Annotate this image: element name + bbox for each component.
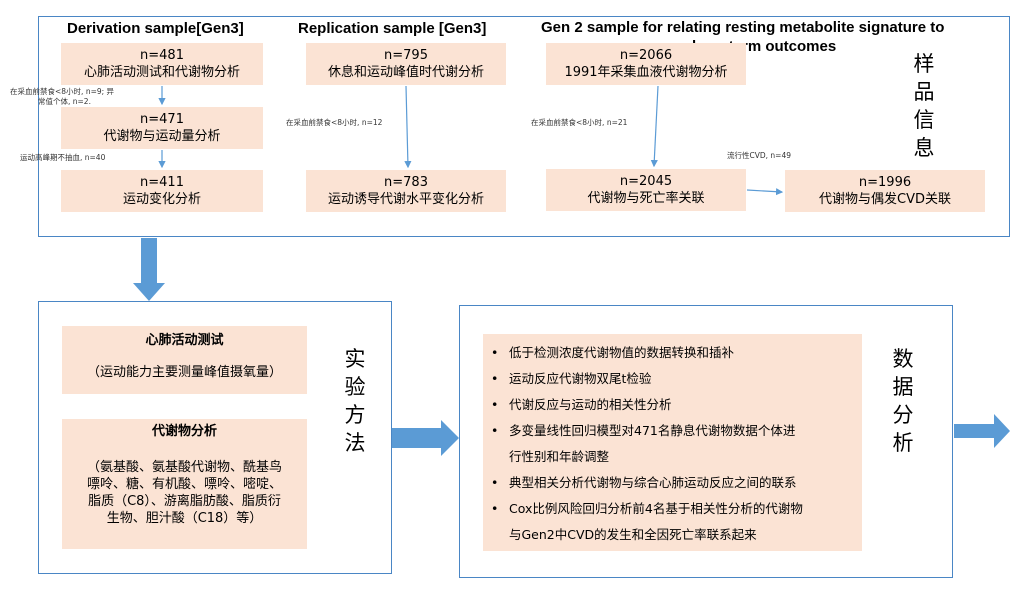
derivation-box-471-label: 代谢物与运动量分析: [103, 129, 221, 144]
cardio-test-desc: （运动能力主要测量峰值摄氧量）: [86, 365, 282, 380]
analysis-bullet-5: 典型相关分析代谢物与综合心肺运动反应之间的联系: [491, 470, 862, 496]
analysis-bullet-4: 多变量线性回归模型对471名静息代谢物数据个体进: [491, 418, 862, 444]
gen2-box-2066: n=2066 1991年采集血液代谢物分析: [546, 43, 746, 85]
analysis-bullet-3: 代谢反应与运动的相关性分析: [491, 392, 862, 418]
derivation-box-471-n: n=471: [140, 112, 184, 127]
analysis-char-4: 析: [892, 431, 914, 455]
derivation-header: Derivation sample[Gen3]: [67, 20, 244, 37]
gen2-box-1996-label: 代谢物与偶发CVD关联: [819, 192, 951, 207]
methods-char-3: 方: [344, 403, 366, 427]
replication-box-795-label: 休息和运动峰值时代谢分析: [327, 65, 484, 80]
gen2-box-1996-n: n=1996: [858, 175, 912, 190]
analysis-char-3: 分: [892, 403, 914, 427]
methods-char-2: 验: [344, 375, 366, 399]
derivation-box-481-label: 心肺活动测试和代谢物分析: [83, 65, 240, 80]
gen2-box-2045: n=2045 代谢物与死亡率关联: [546, 169, 746, 211]
methods-char-1: 实: [344, 347, 366, 371]
gen2-box-2066-n: n=2066: [619, 48, 673, 63]
sample-info-char-4: 息: [913, 136, 935, 160]
gen2-arrow-right: [746, 188, 784, 196]
derivation-box-471: n=471 代谢物与运动量分析: [61, 107, 263, 149]
analysis-char-2: 据: [892, 375, 914, 399]
methods-char-4: 法: [344, 431, 366, 455]
derivation-note-1-line1: 在采血前禁食<8小时, n=9; 异: [10, 87, 115, 96]
sample-info-char-1: 样: [913, 52, 935, 76]
metabolite-analysis-title: 代谢物分析: [151, 424, 217, 439]
metabolite-desc-line-2: 嘌呤、糖、有机酸、嘌呤、嘧啶、: [86, 477, 282, 492]
sample-info-char-2: 品: [913, 80, 935, 104]
analysis-bullet-6: Cox比例风险回归分析前4名基于相关性分析的代谢物: [491, 496, 862, 522]
replication-arrow: [404, 85, 412, 169]
gen2-box-2045-n: n=2045: [619, 174, 673, 189]
right-block-arrow-end: [954, 414, 1010, 448]
gen2-box-2045-label: 代谢物与死亡率关联: [587, 191, 705, 206]
down-block-arrow: [133, 238, 165, 301]
derivation-note-1-line2: 常值个体, n=2.: [38, 97, 91, 106]
derivation-box-411-n: n=411: [140, 175, 184, 190]
replication-header: Replication sample [Gen3]: [298, 20, 487, 37]
analysis-bullet-1: 低于检测浓度代谢物值的数据转换和插补: [491, 340, 862, 366]
gen2-arrow-down: [650, 85, 659, 168]
analysis-side-label: 数 据 分 析: [890, 345, 916, 457]
derivation-box-481-n: n=481: [140, 48, 184, 63]
derivation-note-2: 运动高峰期不抽血, n=40: [20, 153, 106, 162]
cardio-test-box: 心肺活动测试 （运动能力主要测量峰值摄氧量）: [62, 326, 307, 394]
metabolite-desc-line-4: 生物、胆汁酸（C18）等）: [106, 511, 263, 526]
replication-box-783-n: n=783: [384, 175, 428, 190]
analysis-char-1: 数: [892, 347, 914, 371]
cardio-test-title: 心肺活动测试: [145, 333, 224, 348]
gen2-note-1: 在采血前禁食<8小时, n=21: [531, 118, 628, 127]
methods-side-label: 实 验 方 法: [342, 345, 368, 457]
replication-note-1: 在采血前禁食<8小时, n=12: [286, 118, 383, 127]
replication-box-783: n=783 运动诱导代谢水平变化分析: [306, 170, 506, 212]
sample-info-side-label: 样 品 信 息: [911, 50, 937, 162]
metabolite-analysis-box: 代谢物分析 （氨基酸、氨基酸代谢物、酰基鸟 嘌呤、糖、有机酸、嘌呤、嘧啶、 脂质…: [62, 419, 307, 549]
replication-box-783-label: 运动诱导代谢水平变化分析: [327, 192, 484, 207]
gen2-box-1996: n=1996 代谢物与偶发CVD关联: [785, 170, 985, 212]
analysis-bullets-box: 低于检测浓度代谢物值的数据转换和插补 运动反应代谢物双尾t检验 代谢反应与运动的…: [483, 334, 862, 551]
derivation-box-481: n=481 心肺活动测试和代谢物分析: [61, 43, 263, 85]
right-block-arrow-middle: [392, 420, 459, 456]
metabolite-desc-line-3: 脂质（C8）、游离脂肪酸、脂质衍: [88, 494, 281, 509]
analysis-bullet-2: 运动反应代谢物双尾t检验: [491, 366, 862, 392]
sample-info-char-3: 信: [913, 108, 935, 132]
replication-box-795-n: n=795: [384, 48, 428, 63]
derivation-box-411: n=411 运动变化分析: [61, 170, 263, 212]
gen2-note-2: 流行性CVD, n=49: [727, 151, 791, 160]
replication-box-795: n=795 休息和运动峰值时代谢分析: [306, 43, 506, 85]
metabolite-analysis-desc: （氨基酸、氨基酸代谢物、酰基鸟 嘌呤、糖、有机酸、嘌呤、嘧啶、 脂质（C8）、游…: [62, 459, 307, 527]
analysis-bullet-6-cont: 与Gen2中CVD的发生和全因死亡率联系起来: [509, 527, 757, 542]
metabolite-desc-line-1: （氨基酸、氨基酸代谢物、酰基鸟: [86, 460, 282, 475]
gen2-header-line1: Gen 2 sample for relating resting metabo…: [541, 19, 945, 36]
analysis-bullet-list: 低于检测浓度代谢物值的数据转换和插补 运动反应代谢物双尾t检验 代谢反应与运动的…: [483, 340, 862, 548]
derivation-box-411-label: 运动变化分析: [122, 192, 201, 207]
gen2-box-2066-label: 1991年采集血液代谢物分析: [564, 65, 728, 80]
analysis-bullet-4-cont: 行性别和年龄调整: [509, 449, 610, 464]
